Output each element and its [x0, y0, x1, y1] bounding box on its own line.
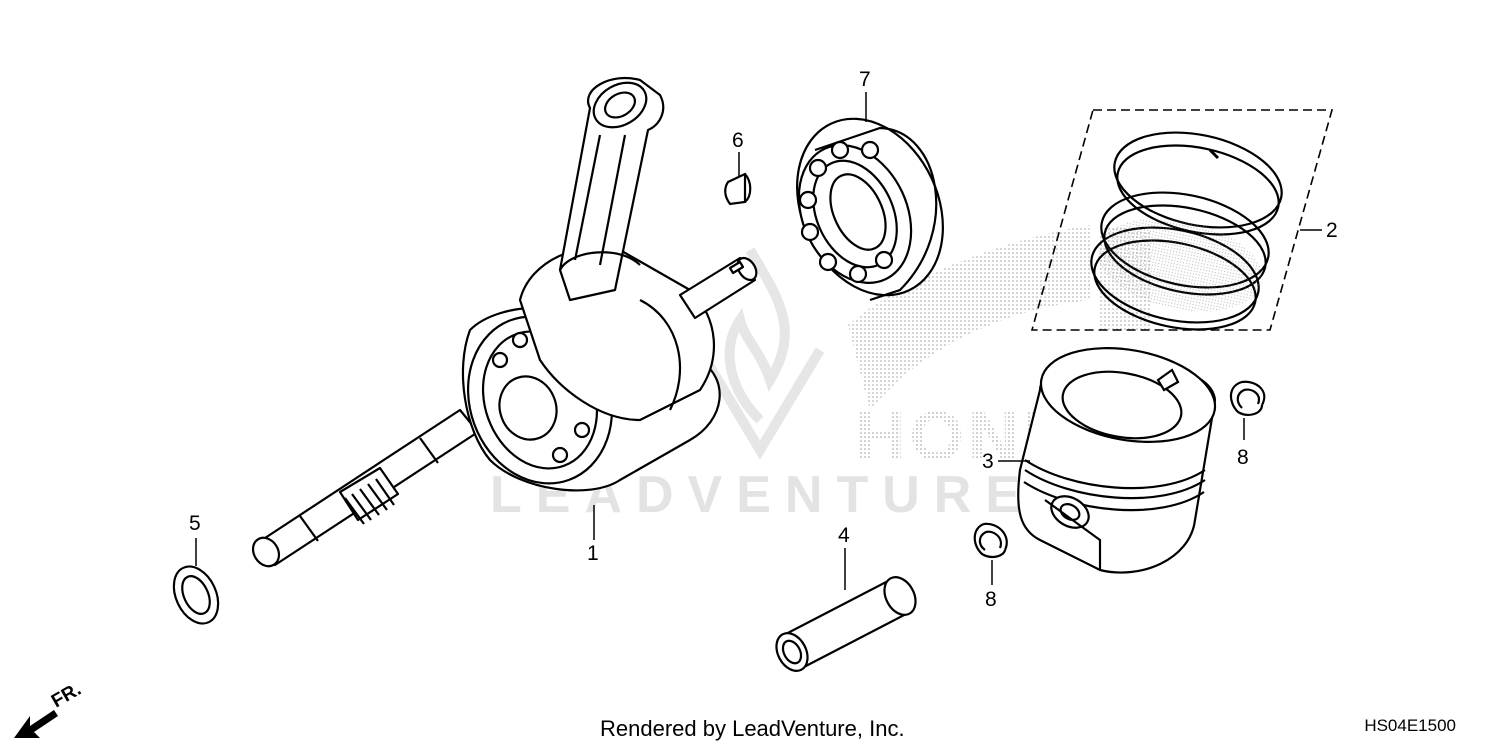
- pin-clip-left[interactable]: [973, 522, 1008, 559]
- callout-8-right[interactable]: 8: [1237, 446, 1249, 469]
- callout-7[interactable]: 7: [859, 68, 871, 91]
- direction-label: FR.: [48, 679, 85, 712]
- callout-1[interactable]: 1: [587, 542, 599, 565]
- bearing-balls: [798, 140, 894, 284]
- crankshaft[interactable]: [248, 74, 760, 571]
- callout-6[interactable]: 6: [732, 129, 744, 152]
- woodruff-key[interactable]: [724, 172, 752, 206]
- callout-3[interactable]: 3: [982, 450, 994, 473]
- ball-bearing[interactable]: [769, 95, 970, 319]
- flame-logo-watermark: [695, 247, 825, 460]
- washer[interactable]: [165, 559, 227, 630]
- callout-8-left[interactable]: 8: [985, 588, 997, 611]
- callout-4[interactable]: 4: [838, 524, 850, 547]
- callout-5[interactable]: 5: [189, 512, 201, 535]
- connecting-rod: [558, 77, 665, 302]
- piston-ring-set[interactable]: [1030, 109, 1334, 343]
- piston-pin[interactable]: [770, 572, 922, 676]
- diagram-code: HS04E1500: [1364, 716, 1456, 735]
- piston[interactable]: [1017, 335, 1222, 574]
- callout-2[interactable]: 2: [1326, 219, 1338, 242]
- pin-clip-right[interactable]: [1229, 380, 1266, 416]
- front-direction-indicator: FR.: [14, 679, 85, 738]
- direction-arrow-icon: [14, 710, 58, 738]
- footer-credit: Rendered by LeadVenture, Inc.: [600, 716, 905, 741]
